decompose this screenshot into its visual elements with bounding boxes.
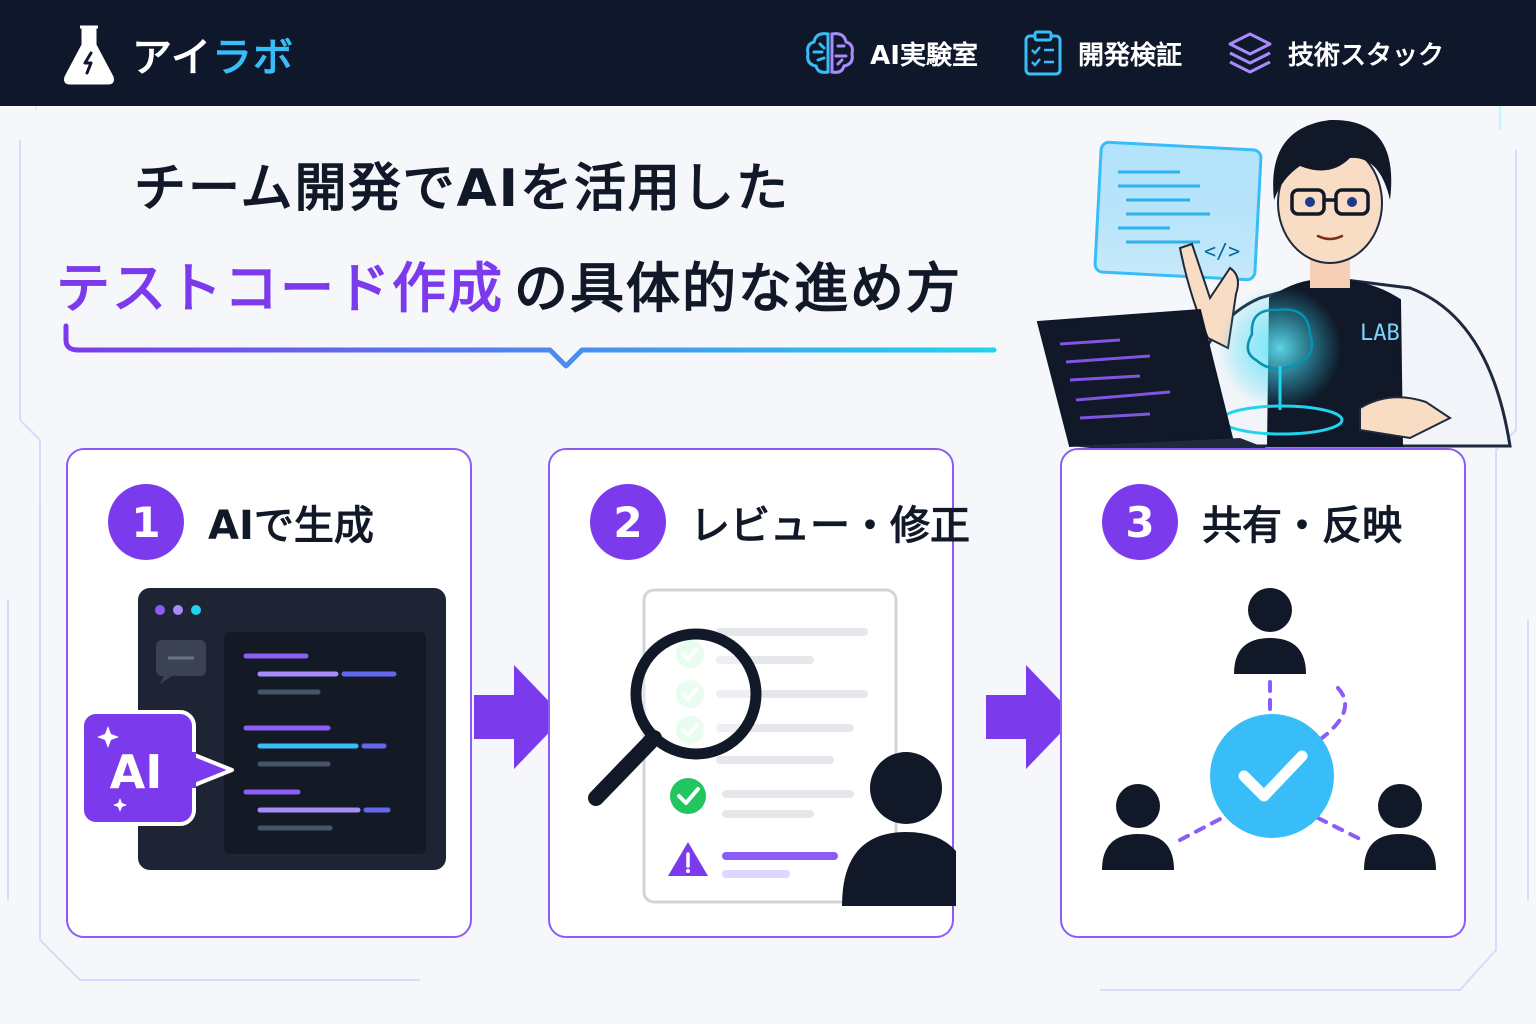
scientist-character-illustration: </> LAB	[1036, 119, 1512, 448]
top-header: アイラボ AI実験室 開発検証	[0, 0, 1536, 106]
team-share-illustration	[1102, 588, 1436, 870]
hologram-code-panel: </>	[1093, 140, 1263, 282]
step-card-share: 3 共有・反映	[1060, 448, 1466, 938]
brain-icon	[806, 32, 855, 74]
step-card-review: 2 レビュー・修正	[548, 448, 970, 938]
main-nav: AI実験室 開発検証 技術スタック	[804, 28, 1444, 78]
nav-label: 開発検証	[1077, 40, 1182, 71]
headline-underline-bracket	[63, 323, 997, 369]
headline-line1: チーム開発でAIを活用した	[134, 159, 791, 219]
brand-logo[interactable]: アイラボ	[60, 22, 294, 86]
step-number-badge: 1	[108, 484, 184, 560]
step-title: 共有・反映	[1202, 503, 1402, 549]
review-document-illustration	[588, 588, 956, 906]
step-card-generate: 1 AIで生成 AI	[66, 448, 472, 938]
flask-icon	[64, 25, 114, 85]
svg-text:</>: </>	[1204, 239, 1240, 263]
headline-rest: の具体的な進め方	[514, 257, 962, 320]
ai-badge-label: AI	[110, 745, 163, 799]
layers-icon	[1228, 32, 1272, 74]
headline-line2: テストコード作成の具体的な進め方	[56, 244, 962, 323]
nav-item-ai-lab[interactable]: AI実験室	[804, 30, 978, 76]
step-header: 3 共有・反映	[1102, 484, 1402, 560]
step-title: レビュー・修正	[690, 503, 970, 549]
checklist-icon	[1024, 30, 1062, 76]
ai-code-editor-illustration: AI	[80, 588, 446, 870]
laptop	[1036, 308, 1266, 448]
step-header: 2 レビュー・修正	[590, 484, 970, 560]
flow-arrow-1	[474, 665, 564, 769]
step-number-badge: 2	[590, 484, 666, 560]
brand-name: アイラボ	[132, 35, 294, 81]
nav-item-dev-verification[interactable]: 開発検証	[1022, 30, 1182, 76]
step-title: AIで生成	[208, 503, 374, 549]
nav-label: 技術スタック	[1287, 40, 1444, 71]
step-number-badge: 3	[1102, 484, 1178, 560]
nav-item-tech-stack[interactable]: 技術スタック	[1226, 30, 1444, 76]
hoodie-text: LAB	[1360, 321, 1400, 346]
flow-arrow-2	[986, 665, 1076, 769]
step-header: 1 AIで生成	[108, 484, 374, 560]
nav-label: AI実験室	[870, 40, 978, 71]
headline-highlight: テストコード作成	[56, 257, 504, 320]
